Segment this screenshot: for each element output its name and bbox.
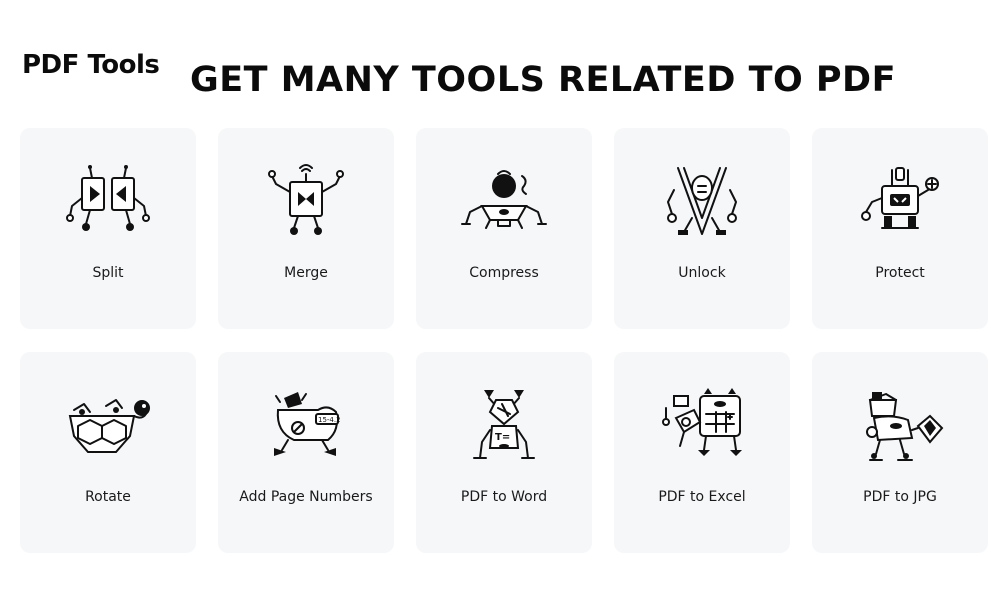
tool-label-unlock: Unlock [678, 265, 726, 281]
tool-card-compress[interactable]: Compress [416, 128, 592, 329]
compress-robot-icon [456, 162, 552, 242]
tool-card-protect[interactable]: Protect [812, 128, 988, 329]
page-headline: GET MANY TOOLS RELATED TO PDF [190, 60, 896, 100]
brand-title: PDF Tools [22, 50, 160, 80]
tool-label-rotate: Rotate [85, 489, 131, 505]
protect-robot-icon [852, 162, 948, 242]
tool-card-rotate[interactable]: Rotate [20, 352, 196, 553]
unlock-robot-icon [654, 162, 750, 242]
tool-card-pdf-to-word[interactable]: T= PDF to Word [416, 352, 592, 553]
tool-card-add-page-numbers[interactable]: 15-4.2 Add Page Numbers [218, 352, 394, 553]
tool-label-pdf-to-jpg: PDF to JPG [863, 489, 937, 505]
tool-label-protect: Protect [875, 265, 925, 281]
tool-card-split[interactable]: Split [20, 128, 196, 329]
pdf-to-word-robot-icon: T= [456, 386, 552, 466]
tool-card-pdf-to-jpg[interactable]: PDF to JPG [812, 352, 988, 553]
tool-label-compress: Compress [469, 265, 539, 281]
rotate-robot-icon [60, 386, 156, 466]
tools-grid: Split Merge [20, 128, 988, 553]
pdf-to-excel-robot-icon [654, 386, 750, 466]
word-badge: T= [495, 432, 510, 443]
page-numbers-robot-icon: 15-4.2 [258, 386, 354, 466]
tool-label-merge: Merge [284, 265, 328, 281]
tool-card-pdf-to-excel[interactable]: PDF to Excel [614, 352, 790, 553]
tool-label-pdf-to-excel: PDF to Excel [658, 489, 746, 505]
tool-label-split: Split [92, 265, 124, 281]
merge-robot-icon [258, 162, 354, 242]
pdf-to-jpg-robot-icon [852, 386, 948, 466]
tool-card-unlock[interactable]: Unlock [614, 128, 790, 329]
tool-label-pdf-to-word: PDF to Word [460, 489, 548, 505]
tool-card-merge[interactable]: Merge [218, 128, 394, 329]
page-number-badge: 15-4.2 [318, 416, 341, 424]
split-robot-icon [60, 162, 156, 242]
tool-label-add-page-numbers: Add Page Numbers [239, 489, 373, 505]
